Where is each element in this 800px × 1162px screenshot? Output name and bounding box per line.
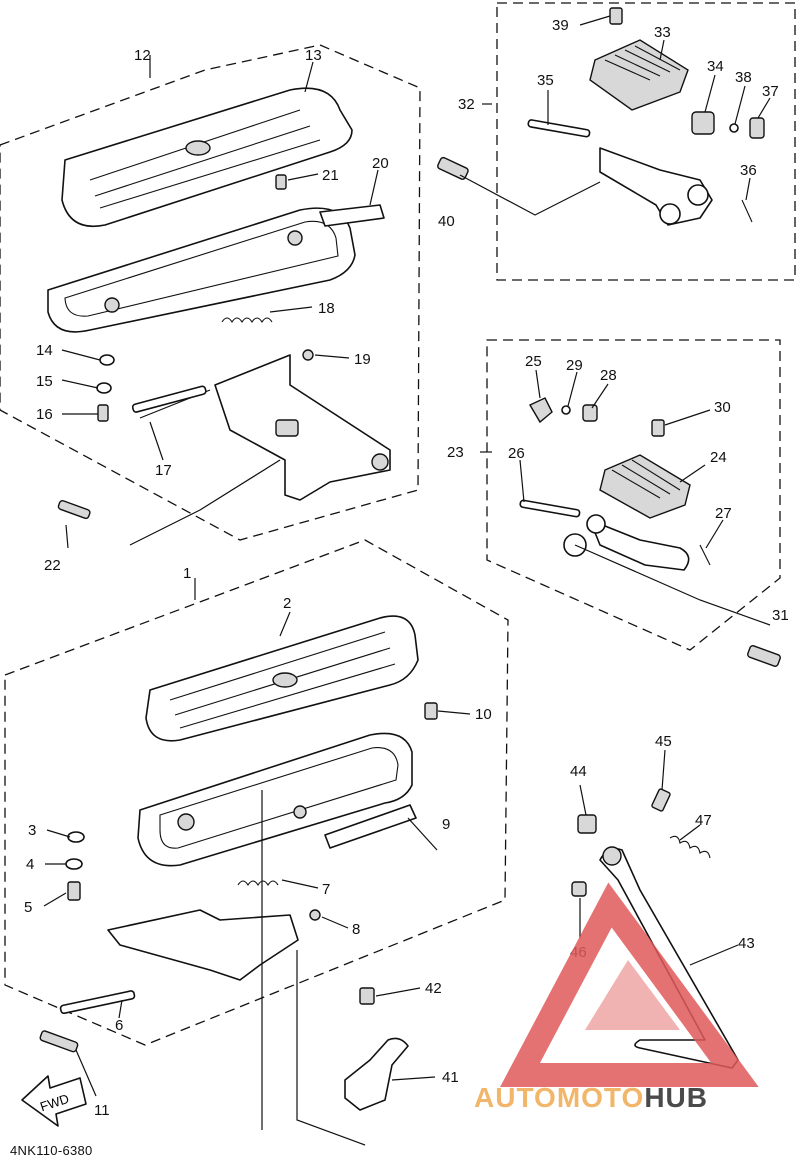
callout-9: 9 bbox=[442, 816, 450, 833]
watermark-part2: HUB bbox=[644, 1082, 708, 1113]
callout-36: 36 bbox=[740, 162, 757, 179]
callout-1: 1 bbox=[183, 565, 191, 582]
callout-22: 22 bbox=[44, 557, 61, 574]
callout-42: 42 bbox=[425, 980, 442, 997]
spring-18 bbox=[221, 317, 273, 324]
group-outline-12 bbox=[0, 44, 421, 541]
callout-15: 15 bbox=[36, 373, 53, 390]
footrest-body-32 bbox=[437, 7, 765, 226]
footboard-frame-12 bbox=[47, 204, 385, 333]
callout-29: 29 bbox=[566, 357, 583, 374]
watermark-part1: AUTOMOTO bbox=[474, 1082, 645, 1113]
bolt-11 bbox=[39, 1030, 79, 1053]
bracket-41 bbox=[344, 987, 409, 1111]
footrest-rubber-33 bbox=[589, 39, 689, 111]
callout-27: 27 bbox=[715, 505, 732, 522]
callout-3: 3 bbox=[28, 822, 36, 839]
callout-39: 39 bbox=[552, 17, 569, 34]
callout-21: 21 bbox=[322, 167, 339, 184]
leader-lines bbox=[43, 15, 771, 1146]
callout-2: 2 bbox=[283, 595, 291, 612]
callout-19: 19 bbox=[354, 351, 371, 368]
callout-32: 32 bbox=[458, 96, 475, 113]
footboard-bracket-6 bbox=[59, 880, 299, 1015]
callout-5: 5 bbox=[24, 899, 32, 916]
callout-31: 31 bbox=[772, 607, 789, 624]
callout-37: 37 bbox=[762, 83, 779, 100]
group-outline-1 bbox=[4, 539, 509, 1046]
callout-41: 41 bbox=[442, 1069, 459, 1086]
group-outline-23 bbox=[486, 339, 781, 651]
callout-43: 43 bbox=[738, 935, 755, 952]
fwd-arrow: FWD bbox=[21, 1075, 87, 1127]
callout-28: 28 bbox=[600, 367, 617, 384]
callout-24: 24 bbox=[710, 449, 727, 466]
callout-25: 25 bbox=[525, 353, 542, 370]
footboard-12 bbox=[61, 87, 353, 227]
footrest-rubber-24 bbox=[599, 454, 691, 519]
callout-12: 12 bbox=[134, 47, 151, 64]
callout-34: 34 bbox=[707, 58, 724, 75]
callout-26: 26 bbox=[508, 445, 525, 462]
callout-40: 40 bbox=[438, 213, 455, 230]
callout-6: 6 bbox=[115, 1017, 123, 1034]
callout-17: 17 bbox=[155, 462, 172, 479]
callout-11: 11 bbox=[94, 1102, 110, 1119]
callout-20: 20 bbox=[372, 155, 389, 172]
callout-45: 45 bbox=[655, 733, 672, 750]
bolt-22 bbox=[57, 499, 91, 520]
callout-10: 10 bbox=[475, 706, 492, 723]
footboard-bracket-12 bbox=[131, 354, 391, 501]
callout-7: 7 bbox=[322, 881, 330, 898]
footboard-frame-9 bbox=[137, 732, 417, 867]
callout-labels: 1 2 3 4 5 6 7 8 9 10 11 12 13 14 15 16 1… bbox=[24, 17, 789, 1119]
callout-18: 18 bbox=[318, 300, 335, 317]
callout-16: 16 bbox=[36, 406, 53, 423]
callout-38: 38 bbox=[735, 69, 752, 86]
footboard-2 bbox=[145, 615, 419, 742]
callout-47: 47 bbox=[695, 812, 712, 829]
footrest-body-23 bbox=[519, 397, 781, 667]
callout-4: 4 bbox=[26, 856, 34, 873]
callout-30: 30 bbox=[714, 399, 731, 416]
callout-35: 35 bbox=[537, 72, 554, 89]
group-outline-32 bbox=[496, 2, 796, 281]
callout-33: 33 bbox=[654, 24, 671, 41]
watermark-text: AUTOMOTOHUB bbox=[474, 1082, 708, 1114]
callout-8: 8 bbox=[352, 921, 360, 938]
callout-13: 13 bbox=[305, 47, 322, 64]
callout-14: 14 bbox=[36, 342, 53, 359]
diagram-code: 4NK110-6380 bbox=[10, 1143, 93, 1158]
callout-23: 23 bbox=[447, 444, 464, 461]
watermark-logo bbox=[500, 882, 759, 1087]
small-parts-14-16 bbox=[96, 174, 314, 422]
callout-44: 44 bbox=[570, 763, 587, 780]
